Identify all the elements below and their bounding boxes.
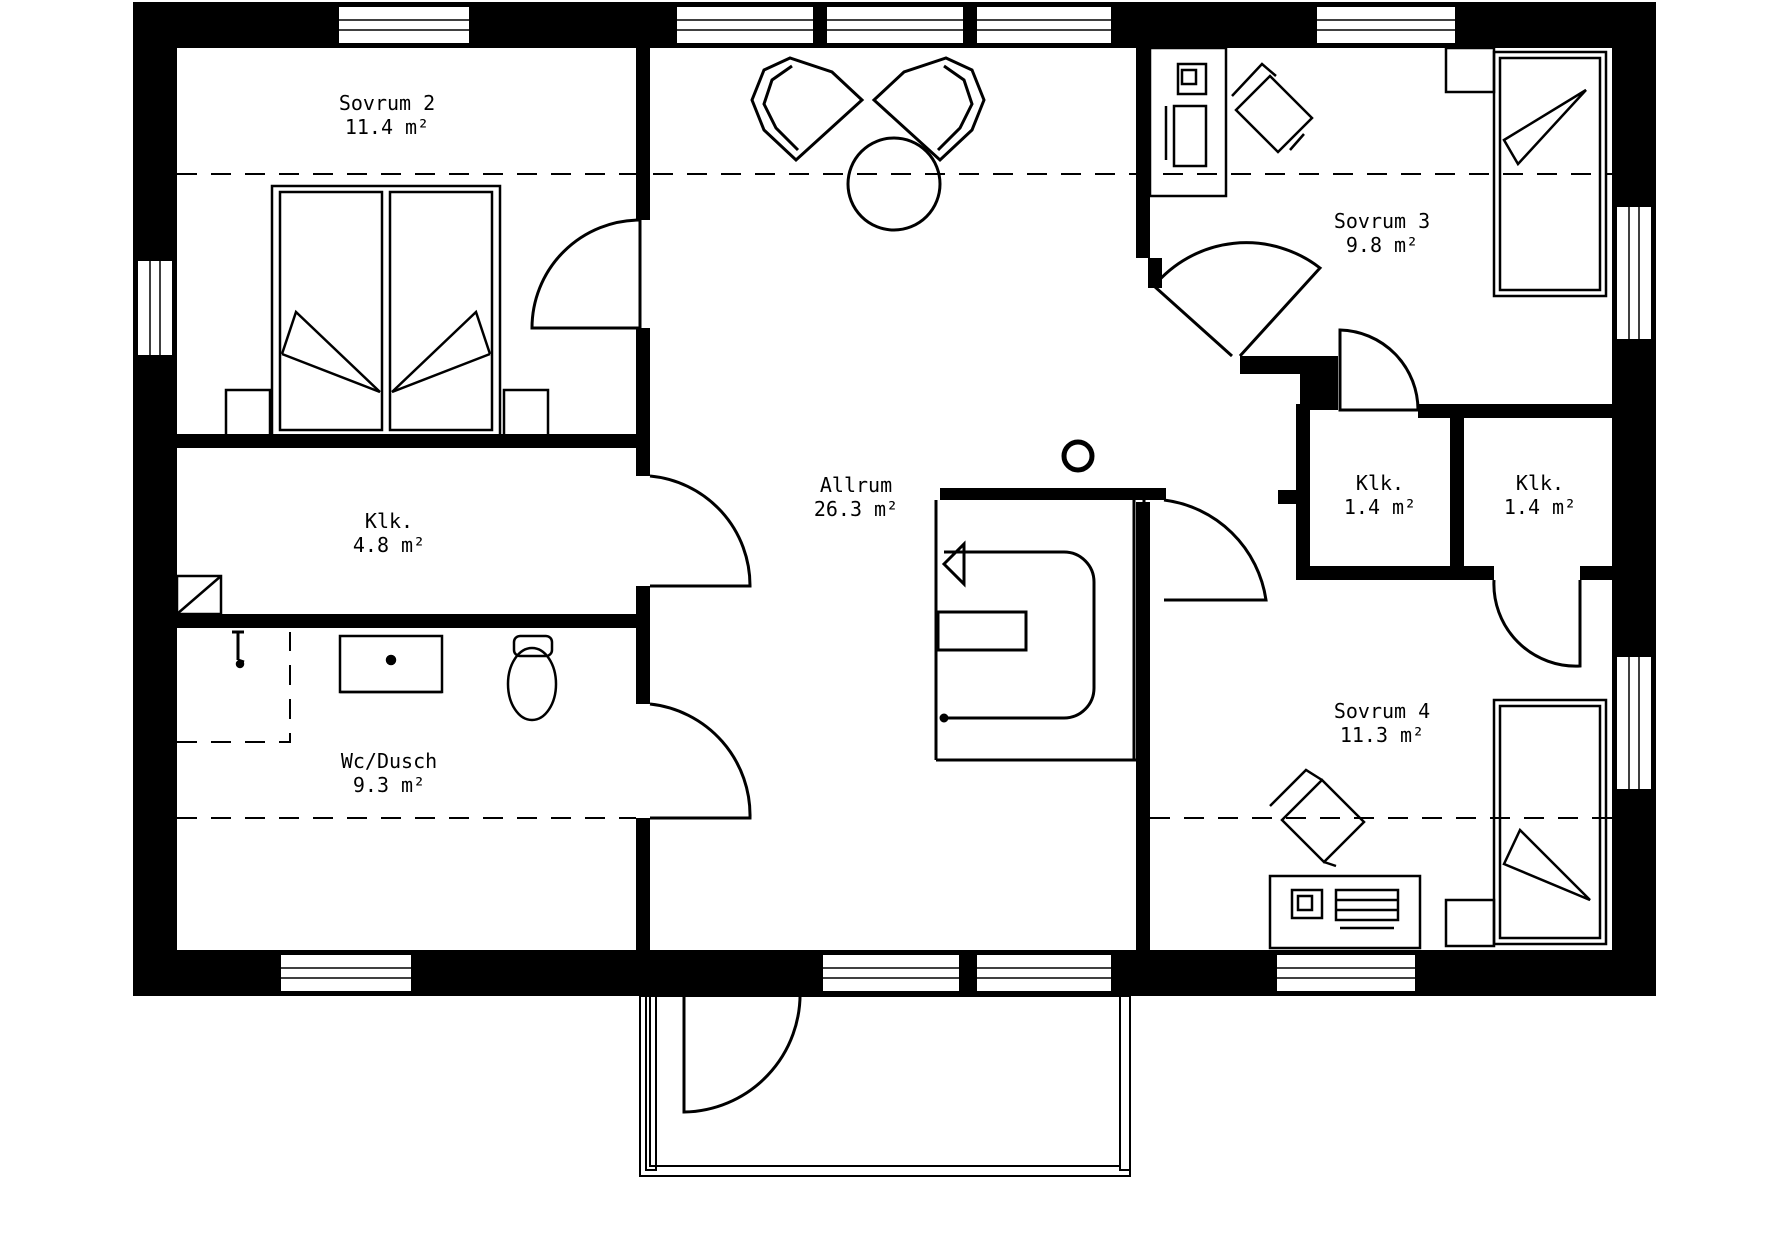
allrum-name: Allrum	[820, 473, 892, 497]
window	[1615, 655, 1653, 791]
window	[975, 953, 1113, 993]
window	[825, 5, 965, 45]
window	[1275, 953, 1417, 993]
window	[136, 259, 174, 357]
wc-area: 9.3 m²	[353, 773, 425, 797]
sovrum3-area: 9.8 m²	[1346, 233, 1418, 257]
sovrum2-name: Sovrum 2	[339, 91, 435, 115]
klk-big-area: 4.8 m²	[353, 533, 425, 557]
sovrum2-area: 11.4 m²	[345, 115, 429, 139]
window	[1315, 5, 1457, 45]
klk-a-name: Klk.	[1356, 471, 1404, 495]
window	[975, 5, 1113, 45]
doors	[530, 218, 1582, 1114]
lounge-table	[750, 56, 986, 232]
window	[279, 953, 413, 993]
balcony	[639, 959, 1131, 1177]
storage-shelf	[175, 574, 223, 616]
core-partition	[934, 500, 1146, 762]
klk-big-name: Klk.	[365, 509, 413, 533]
ceiling-dashes	[177, 173, 1612, 819]
double-bed	[224, 184, 550, 438]
sovrum3-name: Sovrum 3	[1334, 209, 1430, 233]
window	[821, 953, 961, 993]
sovrum4-area: 11.3 m²	[1340, 723, 1424, 747]
room-labels: Sovrum 2 11.4 m² Sovrum 3 9.8 m² Allrum …	[339, 91, 1576, 797]
window	[337, 5, 471, 45]
interior-walls	[177, 48, 1612, 950]
klk-b-area: 1.4 m²	[1504, 495, 1576, 519]
klk-b-name: Klk.	[1516, 471, 1564, 495]
window-glazing	[149, 19, 1640, 979]
desk-sovrum4	[1268, 768, 1422, 950]
allrum-area: 26.3 m²	[814, 497, 898, 521]
single-bed-sovrum3	[1492, 50, 1608, 298]
window	[675, 5, 815, 45]
wc-name: Wc/Dusch	[341, 749, 437, 773]
single-bed-sovrum4	[1444, 698, 1608, 948]
bathroom-fixtures	[232, 630, 558, 722]
windows	[136, 5, 1653, 993]
sovrum4-name: Sovrum 4	[1334, 699, 1430, 723]
window	[1615, 205, 1653, 341]
desk-sovrum3	[1148, 46, 1496, 198]
klk-a-area: 1.4 m²	[1344, 495, 1416, 519]
stair-core	[936, 439, 1096, 723]
